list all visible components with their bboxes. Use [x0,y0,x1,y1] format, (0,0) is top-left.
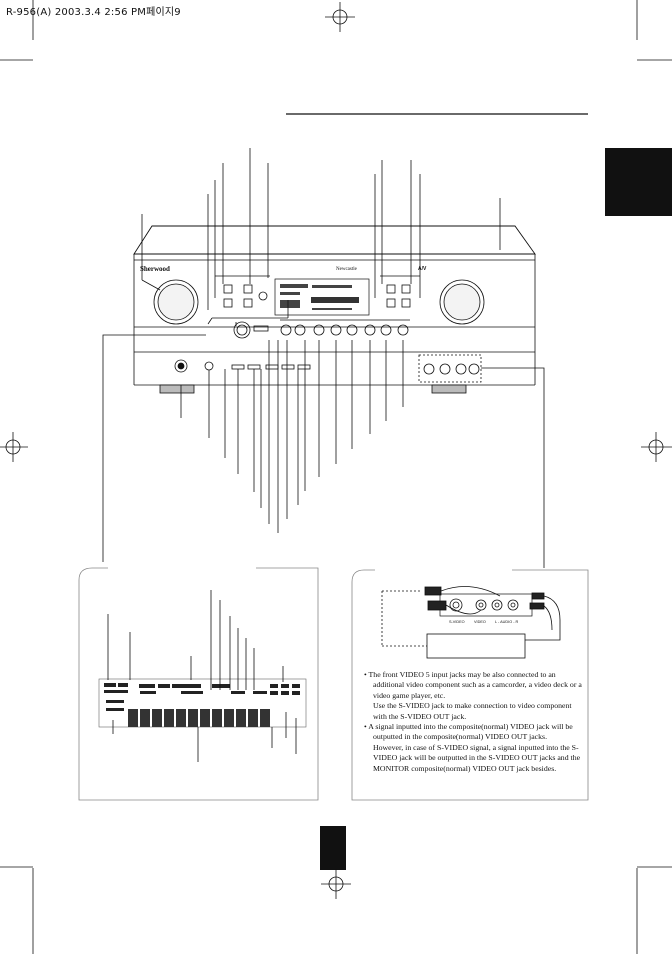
note-paragraph-1: • The front VIDEO 5 input jacks may be a… [364,670,582,700]
jack-label-audio: L - AUDIO - R [495,620,519,624]
connection-inset [351,568,589,801]
registration-mark-top [325,2,355,32]
receiver-front-panel [133,225,536,394]
note-paragraph-2: Use the S-VIDEO jack to make connection … [373,701,572,721]
master-volume-knob [439,279,485,325]
receiver-tuner-label: Newcastle [336,267,358,272]
page-number-box [320,826,346,870]
note-paragraph-4: However, in case of S-VIDEO signal, a si… [373,742,581,773]
jack-label-video: VIDEO [474,620,486,624]
display-inset [78,566,319,801]
callout-lines [102,148,545,568]
print-header: R-956(A) 2003.3.4 2:56 PM페이지9 [6,7,181,18]
input-selector-knob [153,279,199,325]
section-tab [605,148,672,216]
registration-mark-right [641,432,672,462]
registration-mark-bottom [321,869,351,899]
receiver-brand-logo: Sherwood [140,265,170,273]
note-paragraph-3: • A signal inputted into the composite(n… [364,722,573,742]
registration-mark-left [0,432,28,462]
receiver-badge: A/V [418,266,427,272]
connection-notes: • The front VIDEO 5 input jacks may be a… [364,670,584,774]
jack-label-svideo: S-VIDEO [449,620,465,624]
